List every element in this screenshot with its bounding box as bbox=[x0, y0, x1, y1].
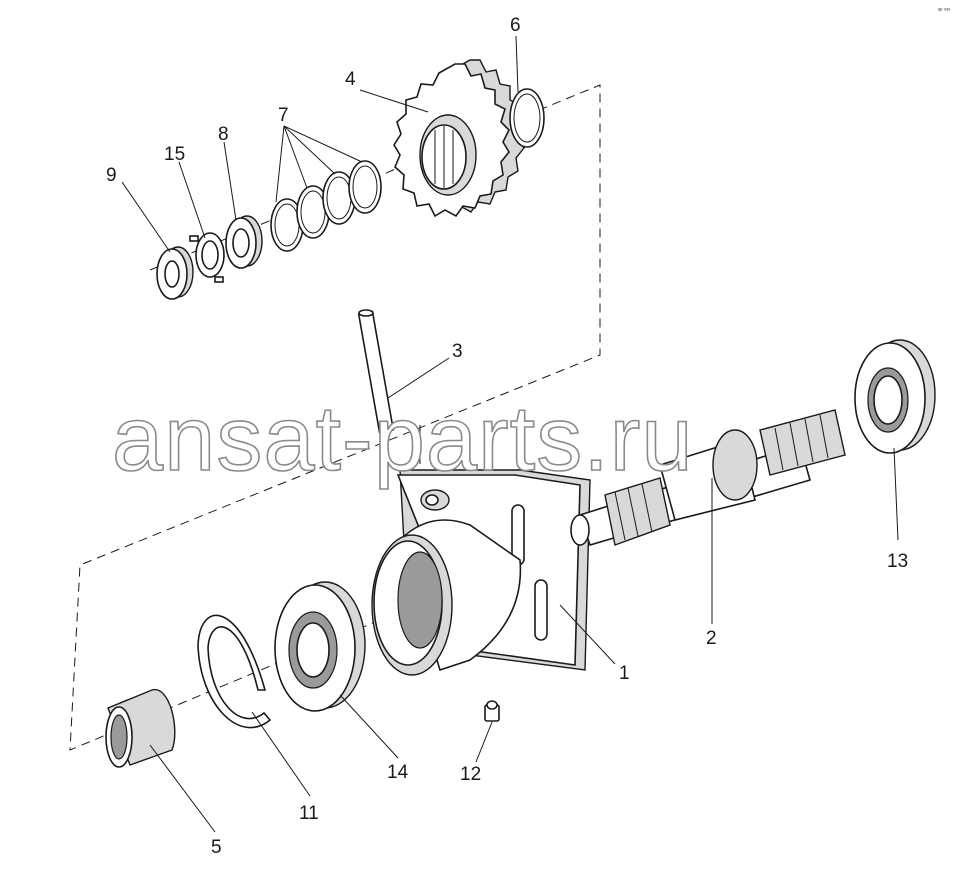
part-retaining-ring bbox=[197, 614, 272, 729]
part-lock-washer bbox=[189, 232, 225, 283]
leader-1 bbox=[559, 604, 616, 665]
part-washer bbox=[225, 215, 263, 269]
callout-5: 5 bbox=[211, 837, 222, 858]
leader-7b bbox=[283, 125, 308, 189]
part-snap-ring bbox=[509, 88, 545, 148]
callout-15: 15 bbox=[164, 144, 185, 165]
callout-7: 7 bbox=[278, 105, 289, 126]
callout-9: 9 bbox=[106, 165, 117, 186]
leader-13 bbox=[893, 447, 899, 541]
part-pin bbox=[357, 309, 395, 434]
callout-12: 12 bbox=[460, 764, 481, 785]
leader-12 bbox=[475, 721, 493, 763]
callout-6: 6 bbox=[510, 15, 521, 36]
callout-labels: 9 15 8 7 4 6 3 13 2 1 14 12 11 5 bbox=[106, 15, 908, 858]
callout-13: 13 bbox=[887, 551, 908, 572]
part-bearing-right bbox=[854, 339, 936, 454]
callout-1: 1 bbox=[619, 663, 630, 684]
part-housing bbox=[371, 469, 591, 676]
leader-7d bbox=[283, 125, 363, 163]
callout-3: 3 bbox=[452, 341, 463, 362]
leader-lines bbox=[121, 35, 899, 833]
callout-14: 14 bbox=[387, 762, 409, 783]
leader-8 bbox=[223, 141, 237, 221]
leader-9 bbox=[121, 181, 171, 253]
leader-7c bbox=[283, 125, 336, 175]
leader-5 bbox=[149, 744, 216, 833]
leader-4 bbox=[359, 89, 429, 113]
part-nut bbox=[156, 246, 194, 300]
part-sprocket bbox=[393, 59, 525, 218]
leader-6 bbox=[515, 35, 519, 93]
callout-8: 8 bbox=[218, 124, 229, 145]
corner-mark: ᵃᵖ ˢˢˢ bbox=[938, 8, 950, 14]
part-bearing-left bbox=[274, 581, 366, 712]
callout-2: 2 bbox=[706, 628, 717, 649]
part-bushing bbox=[105, 689, 176, 768]
part-grease-fitting bbox=[484, 700, 500, 722]
callout-11: 11 bbox=[299, 803, 319, 824]
leader-14 bbox=[339, 694, 399, 759]
leader-7a bbox=[275, 125, 285, 203]
leader-3 bbox=[387, 357, 450, 399]
leader-15 bbox=[178, 161, 206, 239]
callout-4: 4 bbox=[345, 69, 356, 90]
leader-11 bbox=[251, 711, 311, 797]
part-shims bbox=[270, 160, 382, 252]
part-shaft bbox=[570, 409, 846, 546]
watermark: ansat-parts.ru bbox=[112, 388, 694, 490]
